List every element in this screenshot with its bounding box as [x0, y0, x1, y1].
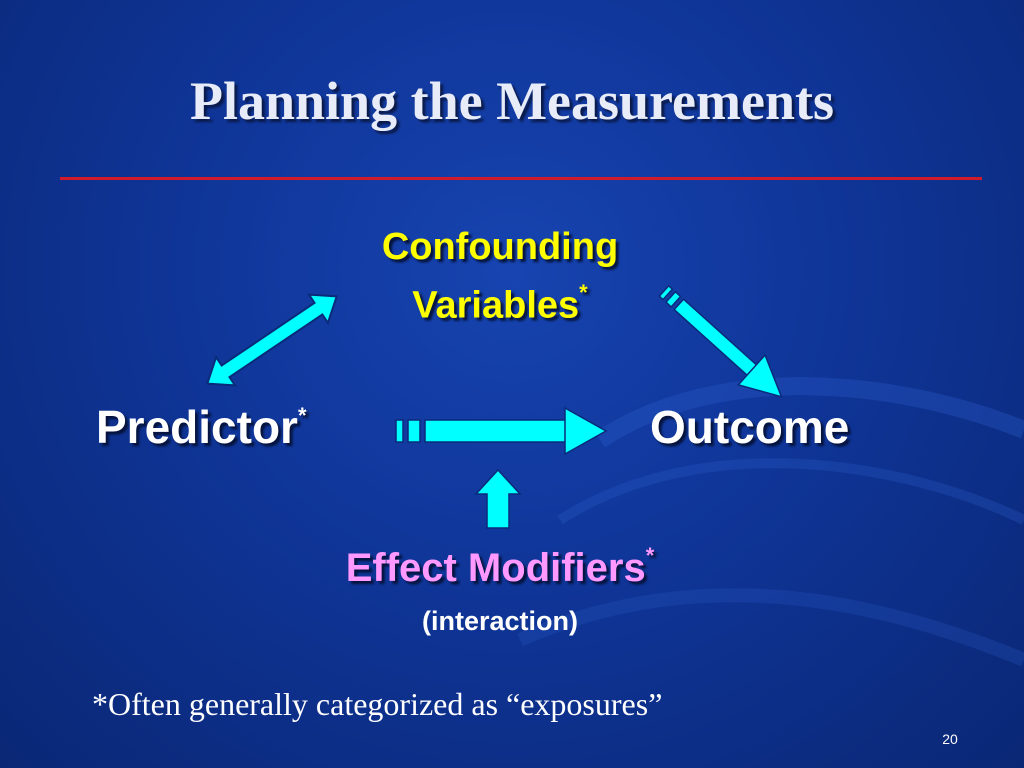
asterisk-marker: *	[645, 542, 655, 568]
confounding-variables-label: Confounding Variables*	[330, 222, 670, 331]
interaction-label: (interaction)	[421, 606, 578, 636]
predictor-text: Predictor	[96, 401, 298, 453]
confounding-line1: Confounding	[381, 226, 619, 268]
double-arrow-icon	[205, 293, 339, 387]
slide-title: Planning the Measurements	[190, 71, 834, 131]
predictor-to-outcome-arrow-icon	[395, 406, 608, 456]
confounding-line2: Variables*	[330, 272, 670, 331]
page-number: 20	[942, 731, 958, 747]
asterisk-marker: *	[297, 402, 307, 428]
confounding-to-outcome-arrow-icon	[658, 284, 783, 398]
outcome-label: Outcome	[650, 401, 850, 453]
predictor-label: Predictor*	[96, 400, 307, 454]
effect-modifiers-text: Effect Modifiers	[345, 546, 646, 590]
title-divider	[60, 177, 982, 180]
effect-modifier-up-arrow-icon	[474, 468, 522, 529]
effect-modifiers-label: Effect Modifiers*	[260, 542, 740, 591]
confounding-line2-text: Variables	[412, 284, 580, 327]
footnote: *Often generally categorized as “exposur…	[92, 686, 663, 722]
asterisk-marker: *	[579, 280, 588, 305]
